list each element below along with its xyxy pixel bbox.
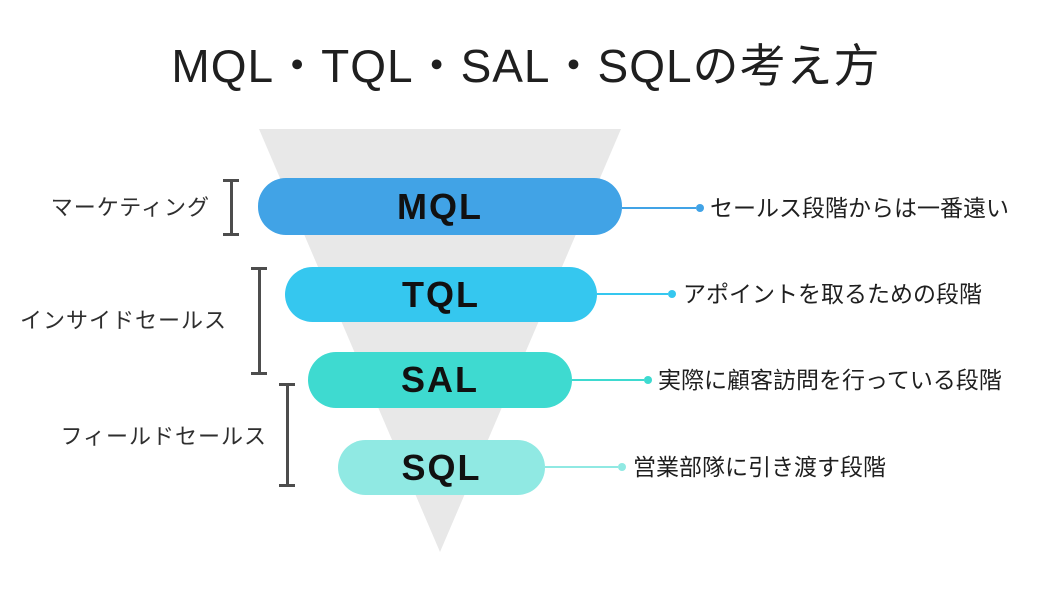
connector-line-sal bbox=[572, 379, 644, 381]
funnel-stage-bar-sql: SQL bbox=[338, 440, 545, 495]
group-bracket-field-sales bbox=[279, 383, 295, 487]
funnel-stage-bar-mql: MQL bbox=[258, 178, 622, 235]
stage-description-sal: 実際に顧客訪問を行っている段階 bbox=[658, 367, 1002, 393]
connector-dot-icon-sal bbox=[644, 376, 652, 384]
group-bracket-inside-sales bbox=[251, 267, 267, 375]
funnel-stage-bar-tql: TQL bbox=[285, 267, 597, 322]
group-label-marketing: マーケティング bbox=[50, 195, 210, 220]
funnel-stage-label-sal: SAL bbox=[401, 359, 479, 400]
funnel-stage-bar-sal: SAL bbox=[308, 352, 572, 408]
funnel-stage-label-sql: SQL bbox=[401, 446, 482, 488]
connector-tql bbox=[597, 290, 676, 298]
page-title: MQL・TQL・SAL・SQLの考え方 bbox=[171, 40, 881, 92]
connector-dot-icon-tql bbox=[668, 290, 676, 298]
connector-line-mql bbox=[622, 207, 696, 209]
group-bracket-marketing bbox=[223, 179, 239, 236]
stage-description-tql: アポイントを取るための段階 bbox=[683, 281, 982, 307]
connector-sal bbox=[572, 376, 652, 384]
stage-description-mql: セールス段階からは一番遠い bbox=[710, 195, 1009, 221]
connector-dot-icon-mql bbox=[696, 204, 704, 212]
connector-line-sql bbox=[545, 466, 618, 468]
group-label-inside-sales: インサイドセールス bbox=[19, 308, 227, 333]
connector-mql bbox=[622, 204, 704, 212]
group-label-field-sales: フィールドセールス bbox=[60, 424, 267, 449]
connector-dot-icon-sql bbox=[618, 463, 626, 471]
connector-sql bbox=[545, 463, 626, 471]
funnel-stage-label-mql: MQL bbox=[397, 185, 483, 227]
connector-line-tql bbox=[597, 293, 668, 295]
stage-description-sql: 営業部隊に引き渡す段階 bbox=[633, 454, 886, 480]
funnel-stage-label-tql: TQL bbox=[402, 273, 480, 315]
